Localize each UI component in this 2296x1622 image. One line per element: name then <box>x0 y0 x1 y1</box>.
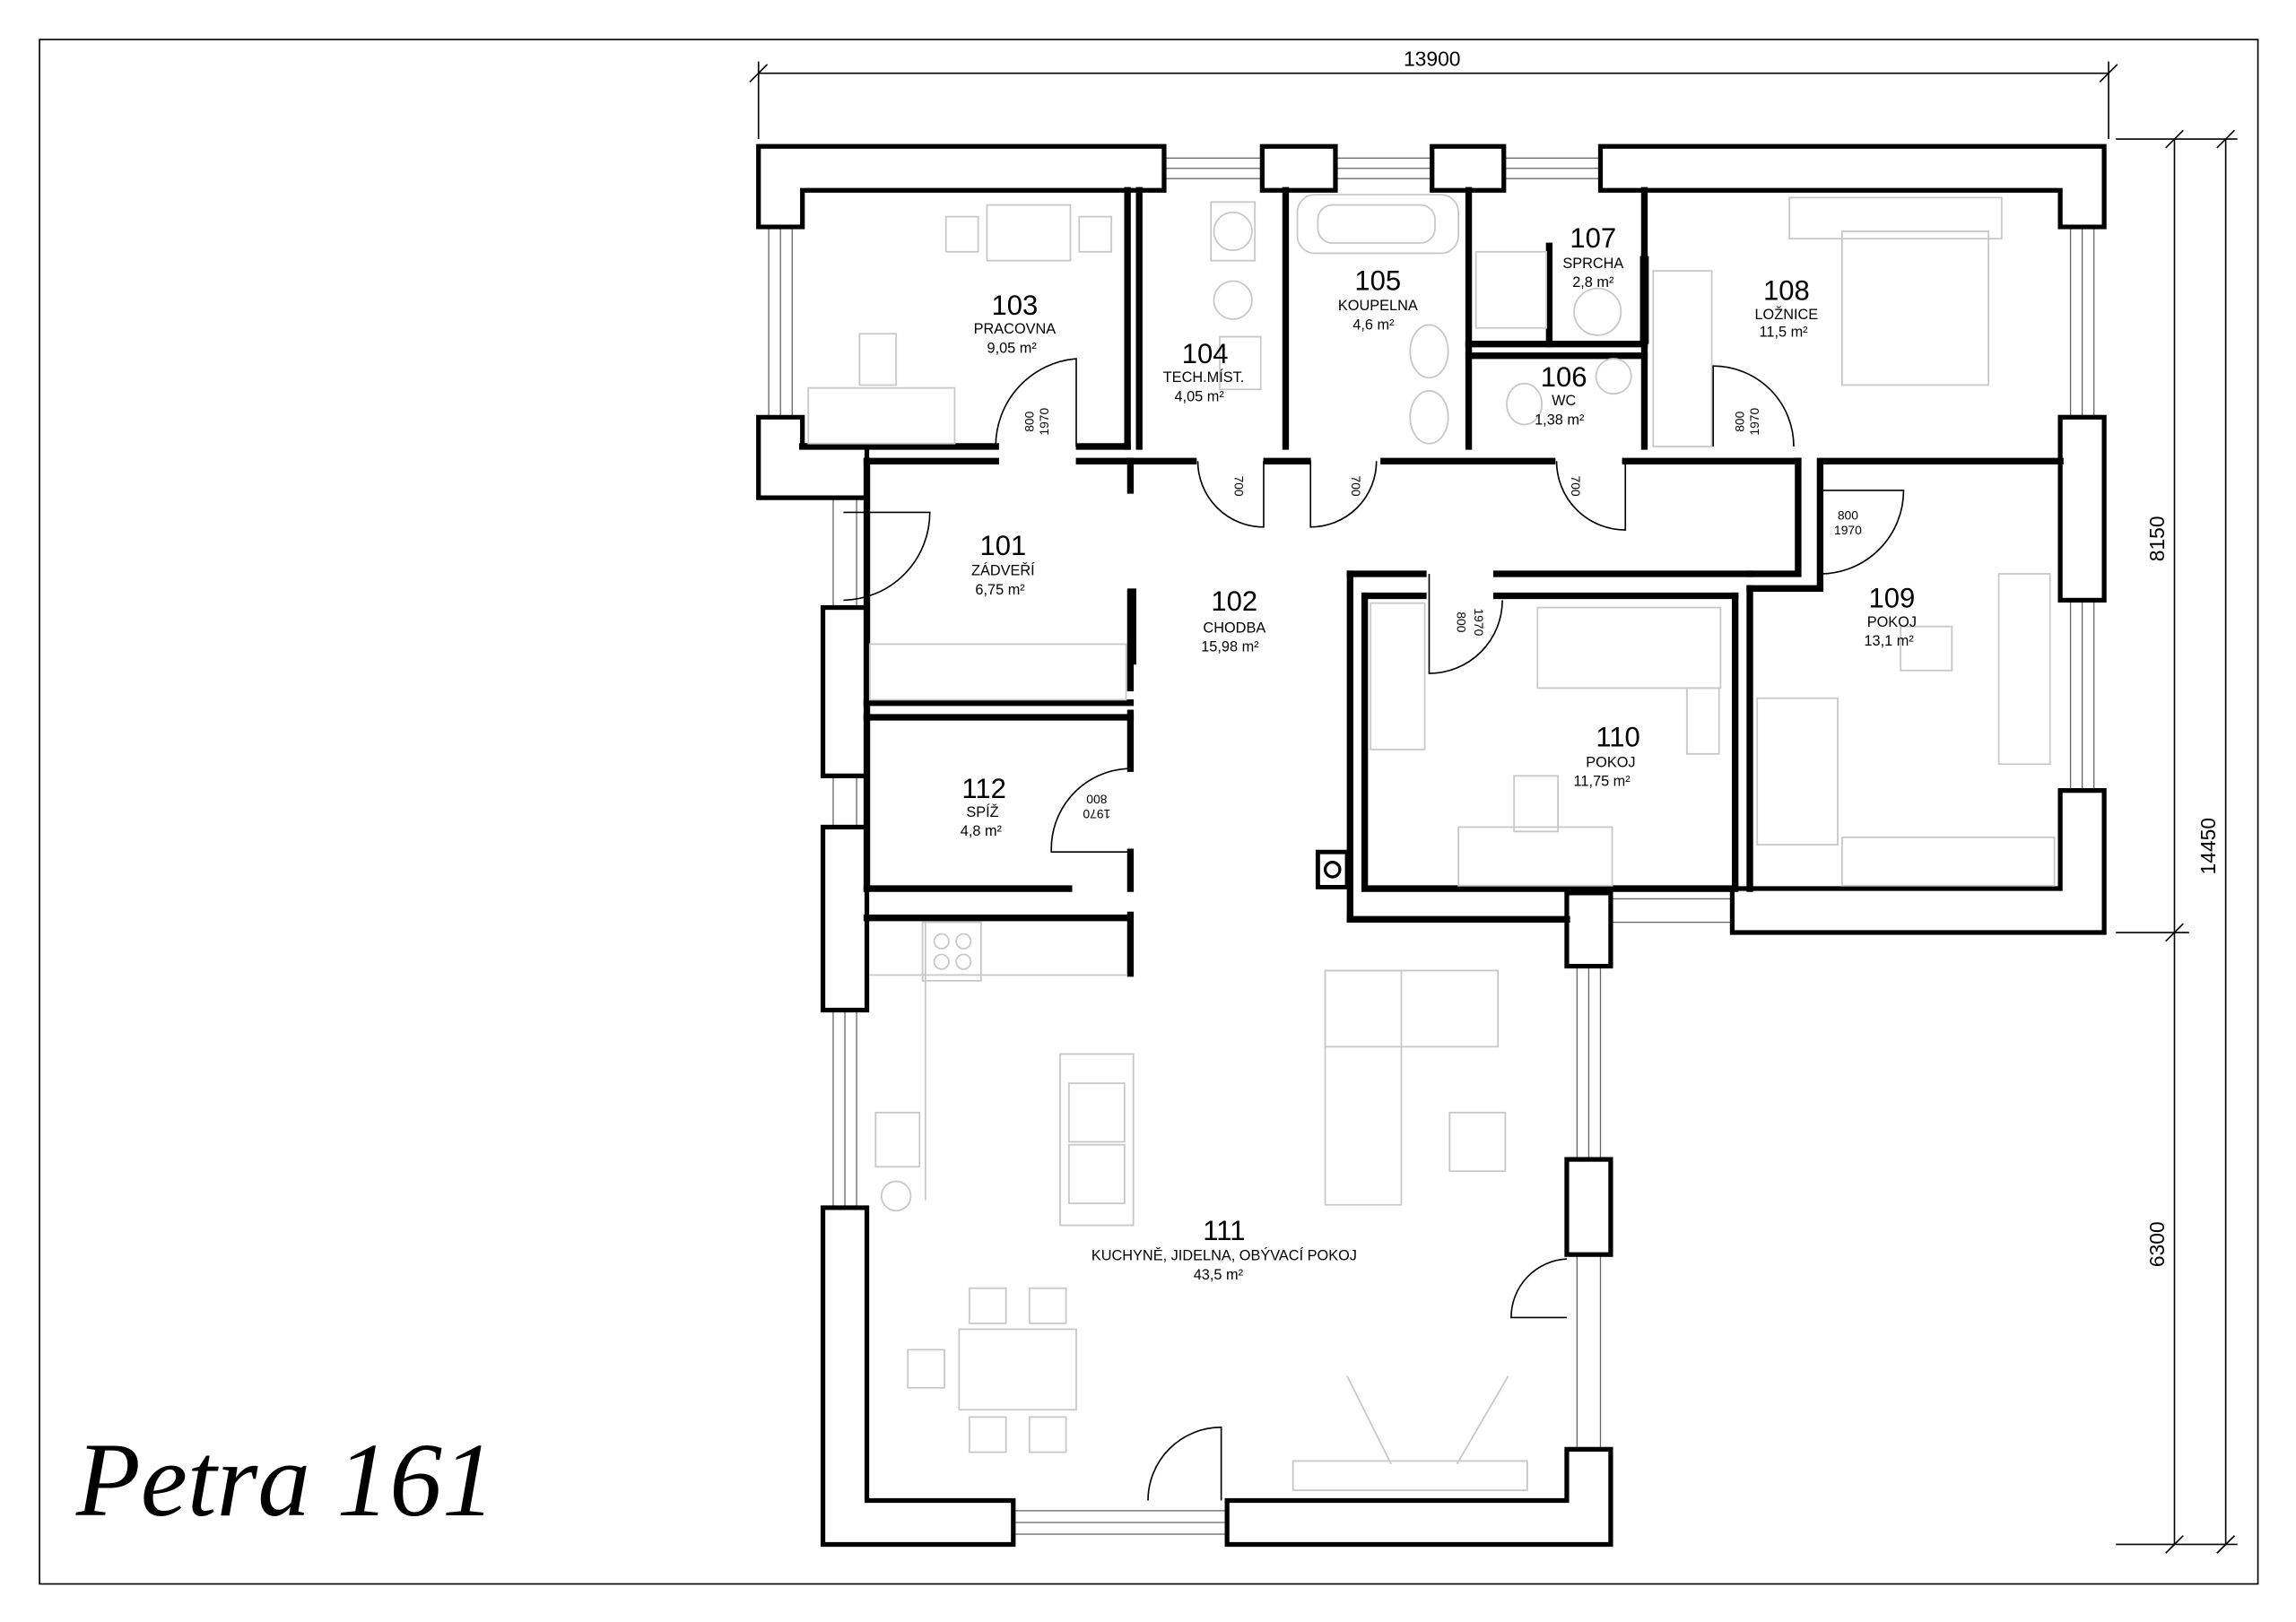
room-area: 1,38 m² <box>1535 412 1585 428</box>
room-name: POKOJ <box>1586 755 1635 771</box>
room-number: 103 <box>992 290 1039 321</box>
room-name: PRACOVNA <box>974 321 1057 337</box>
room-name: TECH.MÍST. <box>1163 369 1245 386</box>
room-number: 105 <box>1354 265 1401 296</box>
furniture <box>807 194 2056 1491</box>
drawing-frame <box>39 39 2259 1585</box>
door-width-112: 800 <box>1086 793 1107 807</box>
room-number: 109 <box>1869 583 1916 614</box>
dim-width-total: 13900 <box>1404 47 1461 70</box>
room-number: 106 <box>1541 361 1587 393</box>
door-swings <box>843 358 1905 1501</box>
room-name: POKOJ <box>1867 614 1917 630</box>
dim-right-lower: 6300 <box>2145 1221 2169 1267</box>
room-area: 43,5 m² <box>1194 1267 1244 1283</box>
room-area: 11,5 m² <box>1760 325 1809 341</box>
door-width-108: 800 <box>1732 411 1746 431</box>
door-width-103: 800 <box>1022 411 1037 431</box>
room-area: 4,05 m² <box>1174 388 1224 404</box>
room-name: LOŽNICE <box>1754 306 1818 323</box>
plan-title: Petra 161 <box>75 1422 495 1539</box>
room-name: KOUPELNA <box>1338 298 1418 314</box>
room-area: 4,8 m² <box>961 823 1003 839</box>
windows <box>768 157 2095 1535</box>
door-width-104: 700 <box>1231 475 1246 496</box>
door-height-109: 1970 <box>1834 523 1862 537</box>
room-area: 2,8 m² <box>1572 274 1614 291</box>
room-number: 102 <box>1211 585 1257 617</box>
room-area: 6,75 m² <box>975 582 1025 598</box>
room-number: 111 <box>1203 1215 1245 1246</box>
room-name: SPRCHA <box>1562 256 1623 272</box>
door-height-108: 1970 <box>1747 408 1761 436</box>
shower-screen <box>1639 256 1649 344</box>
room-number: 107 <box>1570 222 1616 254</box>
chimney-flue-icon <box>1323 861 1342 879</box>
room-name: WC <box>1552 393 1576 409</box>
room-area: 4,6 m² <box>1352 317 1395 333</box>
room-name: SPÍŽ <box>966 803 998 820</box>
room-number: 112 <box>961 773 1005 804</box>
room-name: KUCHYNĚ, JIDELNA, OBÝVACÍ POKOJ <box>1091 1247 1357 1264</box>
dimension-lines <box>749 61 2238 1554</box>
door-width-110: 800 <box>1454 612 1468 632</box>
door-height-110: 1970 <box>1472 608 1486 636</box>
room-number: 108 <box>1763 275 1810 307</box>
door-height-112: 1970 <box>1083 807 1110 821</box>
room-number: 104 <box>1182 338 1229 369</box>
door-height-103: 1970 <box>1037 408 1051 436</box>
room-area: 15,98 m² <box>1201 639 1259 655</box>
door-width-106: 700 <box>1569 475 1583 496</box>
dim-right-total: 14450 <box>2196 818 2220 875</box>
entry-door-panel <box>1127 588 1136 665</box>
chimney <box>1315 849 1350 889</box>
door-width-109: 800 <box>1838 508 1858 523</box>
room-number: 110 <box>1596 722 1639 753</box>
room-area: 9,05 m² <box>987 340 1038 356</box>
door-width-105: 700 <box>1349 475 1363 496</box>
room-area: 11,75 m² <box>1574 774 1631 790</box>
room-area: 13,1 m² <box>1864 633 1914 649</box>
dim-right-upper: 8150 <box>2145 516 2169 561</box>
room-name: CHODBA <box>1203 620 1265 636</box>
room-number: 101 <box>979 530 1026 561</box>
room-name: ZÁDVEŘÍ <box>971 562 1035 579</box>
exterior-walls <box>756 143 2107 1548</box>
